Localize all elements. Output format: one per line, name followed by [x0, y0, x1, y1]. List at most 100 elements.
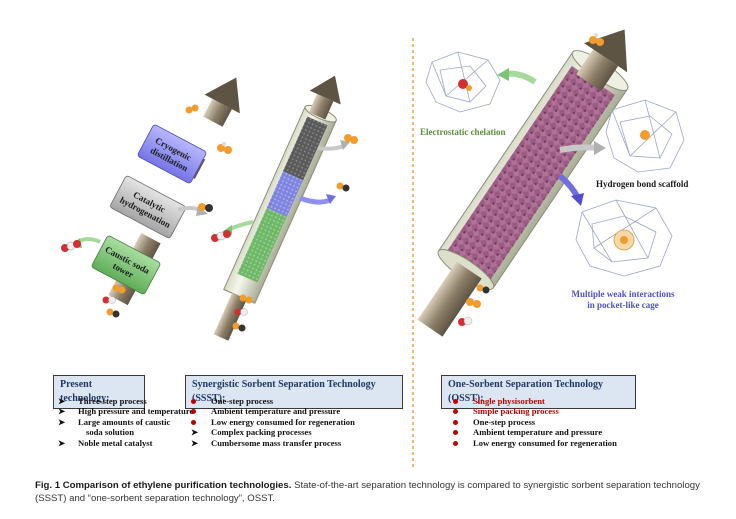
red-dot-icon	[453, 419, 458, 425]
arrowhead-icon: ➤	[58, 396, 66, 406]
present-technology-header: Present technology:	[53, 375, 145, 409]
red-dot-icon	[191, 419, 196, 425]
feed-arrow-shaft	[213, 293, 247, 341]
arrowhead-icon: ➤	[191, 437, 199, 448]
arrowhead-icon	[594, 141, 606, 155]
green-sorbent-layer	[237, 207, 287, 283]
acetylene-molecule-icon	[336, 182, 350, 192]
list-item: ➤ Complex packing processes	[189, 427, 355, 437]
ssst-column-diagram	[211, 75, 358, 341]
electrostatic-chelation-structure	[425, 51, 501, 113]
red-dot-icon	[191, 409, 196, 415]
arrowhead-icon: ➤	[191, 427, 199, 438]
list-item: ➤ Three-step process	[56, 396, 193, 406]
arrow-segment	[203, 98, 232, 127]
list-item-text: Simple packing process	[473, 406, 559, 417]
ethylene-molecule-icon	[344, 134, 358, 144]
list-item: Single physisorbent	[451, 396, 617, 406]
figure-caption: Fig. 1 Comparison of ethylene purificati…	[35, 479, 725, 505]
red-dot-icon	[453, 440, 458, 446]
product-arrow-shaft	[308, 93, 334, 120]
arrow-head-icon	[309, 75, 341, 105]
product-arrow-shaft	[576, 49, 619, 91]
side-arrow-icon	[504, 70, 537, 85]
list-item-text: Ambient temperature and pressure	[211, 406, 341, 417]
list-item: ➤ Large amounts of caustic	[56, 417, 193, 427]
list-item-text: Ambient temperature and pressure	[473, 427, 603, 438]
feed-gas-molecules-icon	[102, 284, 126, 318]
list-item-text: Complex packing processes	[211, 427, 312, 438]
hydrogen-bond-scaffold-label: Hydrogen bond scaffold	[596, 179, 688, 189]
list-item-text: Large amounts of caustic	[78, 416, 171, 427]
feed-arrow-shaft	[417, 261, 482, 337]
co2-molecule-icon	[61, 240, 81, 252]
list-item: Low energy consumed for regeneration	[451, 438, 617, 448]
present-technology-list: ➤ Three-step process ➤ High pressure and t…	[56, 396, 193, 448]
cryogenic-distillation-box: Cryogenic distillation	[137, 124, 207, 184]
acetylene-molecule-icon	[198, 203, 213, 212]
grey-sorbent-layer	[282, 116, 328, 181]
caption-title: Fig. 1 Comparison of ethylene purificati…	[35, 480, 292, 491]
list-item-text: Low energy consumed for regeneration	[473, 437, 617, 448]
ethylene-molecule-icon	[589, 33, 604, 46]
list-item-continuation: soda solution	[56, 427, 193, 437]
arrowhead-icon: ➤	[58, 437, 66, 448]
side-arrow-icon	[559, 144, 599, 153]
ssst-header: Synergistic Sorbent Separation Technolog…	[185, 375, 403, 409]
violet-sorbent-layer	[266, 171, 304, 217]
arrowhead-icon: ➤	[58, 416, 66, 427]
list-item: ➤ Cumbersome mass transfer process	[189, 438, 355, 448]
multiple-interactions-label-line2: in pocket-like cage	[587, 300, 659, 310]
list-item-text: One-step process	[473, 416, 536, 427]
arrowhead-icon	[497, 68, 509, 81]
caption-body: State-of-the-art separation technology i…	[35, 480, 700, 504]
list-item-text: Low energy consumed for regeneration	[211, 416, 355, 427]
arrowhead-icon	[340, 140, 350, 150]
red-dot-icon	[191, 399, 196, 404]
red-dot-icon	[453, 399, 458, 404]
acetylene-removal-arrow-icon	[177, 206, 201, 212]
co2-molecule-icon	[211, 230, 231, 242]
co2-removal-arrow-icon	[76, 237, 101, 244]
side-arrow-icon	[317, 144, 345, 151]
list-item: Ambient temperature and pressure	[189, 406, 355, 416]
osst-column-diagram: Electrostatic chelation Hydrogen bond sc…	[417, 29, 688, 337]
feed-gas-molecules-icon	[232, 294, 253, 332]
arrow-head-icon	[204, 77, 240, 114]
list-item: ➤ High pressure and temperature	[56, 406, 193, 416]
side-arrow-icon	[558, 173, 581, 200]
list-item: Simple packing process	[451, 406, 617, 416]
red-dot-icon	[453, 430, 458, 436]
list-item: ➤ Noble metal catalyst	[56, 438, 193, 448]
list-item-text: soda solution	[86, 427, 134, 438]
list-item-text: Noble metal catalyst	[78, 437, 153, 448]
arrowhead-icon: ➤	[58, 406, 66, 417]
side-arrow-icon	[299, 195, 331, 205]
ethylene-molecule-icon	[185, 104, 199, 114]
list-item-text: High pressure and temperature	[78, 406, 194, 417]
ethylene-molecule-icon	[217, 142, 232, 154]
catalytic-hydrogenation-box: Catalytic hydrogenation	[110, 175, 186, 239]
list-item-text: Single physisorbent	[473, 396, 545, 406]
present-process-diagram: Caustic soda tower Catalytic hydrogenati…	[61, 77, 240, 318]
osst-header: One-Sorbent Separation Technology (OSST)…	[441, 375, 636, 409]
osst-list: Single physisorbent Simple packing proce…	[451, 396, 617, 448]
multiple-interactions-label-line1: Multiple weak interactions	[572, 289, 675, 299]
list-item: One-step process	[451, 417, 617, 427]
arrowhead-icon	[571, 193, 584, 206]
caustic-soda-box: Caustic soda tower	[91, 235, 161, 295]
list-item: Low energy consumed for regeneration	[189, 417, 355, 427]
arrowhead-icon	[326, 194, 336, 204]
list-item: One-step process	[189, 396, 355, 406]
feed-gas-molecules-icon	[458, 284, 490, 326]
list-item: Ambient temperature and pressure	[451, 427, 617, 437]
pocket-cage-structure	[575, 199, 673, 277]
red-dot-icon	[453, 409, 458, 415]
list-item-text: Three-step process	[78, 396, 147, 406]
ssst-list: One-step process Ambient temperature and…	[189, 396, 355, 448]
hydrogen-bond-scaffold-structure	[605, 99, 685, 173]
list-item-text: Cumbersome mass transfer process	[211, 437, 342, 448]
list-item-text: One-step process	[211, 396, 274, 406]
physisorbent-bed	[447, 65, 615, 280]
